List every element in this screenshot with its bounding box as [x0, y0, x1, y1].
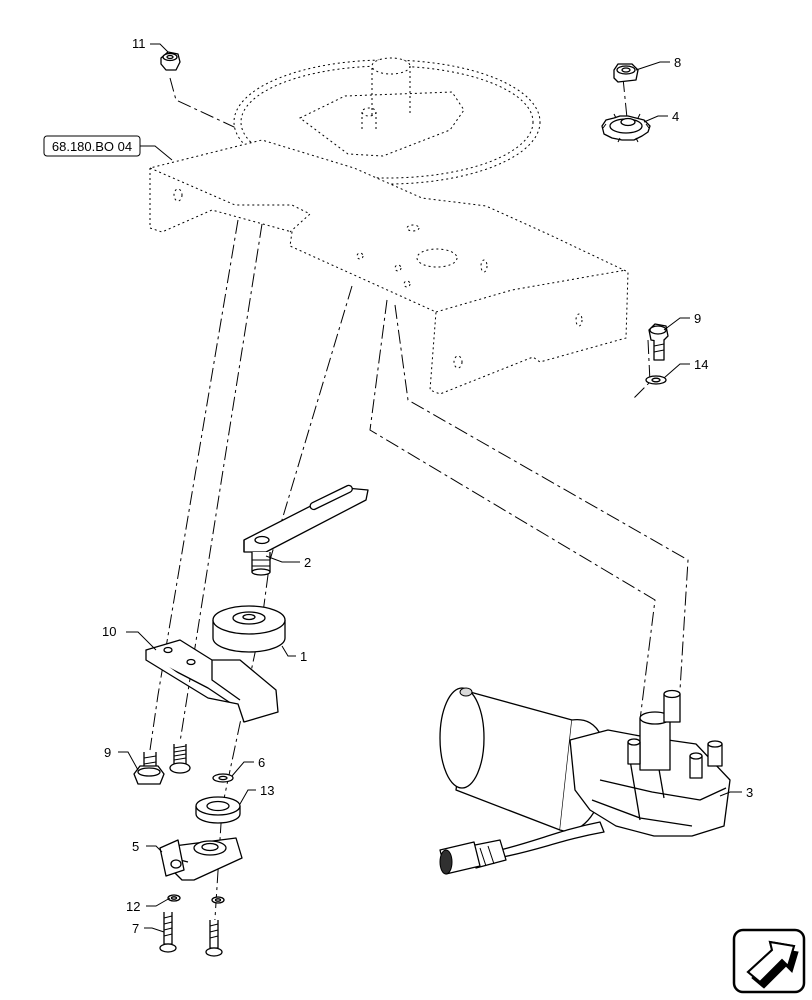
reference-label-box: 68.180.BO 04	[43, 135, 173, 161]
part-8-nut	[613, 63, 639, 83]
callout-10: 10	[102, 624, 116, 639]
callout-6: 6	[258, 755, 265, 770]
callout-7: 7	[132, 921, 139, 936]
part-6-washer	[212, 773, 234, 783]
sprocket-reference	[233, 57, 541, 185]
part-11-nut	[160, 51, 181, 71]
callout-13: 13	[260, 783, 274, 798]
part-7-screw-left	[159, 912, 177, 953]
threaded-screw	[169, 744, 191, 774]
part-13-spacer-ring	[195, 796, 241, 824]
callout-3: 3	[746, 785, 753, 800]
leader-lines	[118, 43, 742, 933]
part-12-washer	[167, 894, 181, 902]
part-4-sprocket	[601, 113, 651, 143]
callout-4: 4	[672, 109, 679, 124]
small-washer	[211, 896, 225, 904]
part-10-sensor-bracket	[145, 639, 279, 723]
callout-9-bottom: 9	[104, 745, 111, 760]
screw-right	[205, 920, 223, 957]
part-14-washer	[645, 375, 667, 385]
callout-numbers: 11 8 4 9 14 2 1 10 9 6 13 5 12 7 3	[102, 36, 753, 936]
return-arrow-icon[interactable]	[732, 928, 806, 994]
part-3-wiper-motor	[439, 687, 731, 875]
callout-5: 5	[132, 839, 139, 854]
callout-2: 2	[304, 555, 311, 570]
callout-8: 8	[674, 55, 681, 70]
callout-14: 14	[694, 357, 708, 372]
callout-12: 12	[126, 899, 140, 914]
reference-label: 68.180.BO 04	[52, 139, 132, 154]
part-1-cam-disk	[212, 605, 286, 653]
part-9-bolt-bottom	[133, 752, 165, 785]
part-2-link-arm	[243, 484, 369, 576]
callout-1: 1	[300, 649, 307, 664]
callout-9-top: 9	[694, 311, 701, 326]
part-9-bolt-top	[648, 323, 669, 361]
callout-11: 11	[132, 36, 146, 51]
part-5-sensor	[159, 837, 243, 881]
mounting-bracket-reference	[149, 139, 629, 395]
